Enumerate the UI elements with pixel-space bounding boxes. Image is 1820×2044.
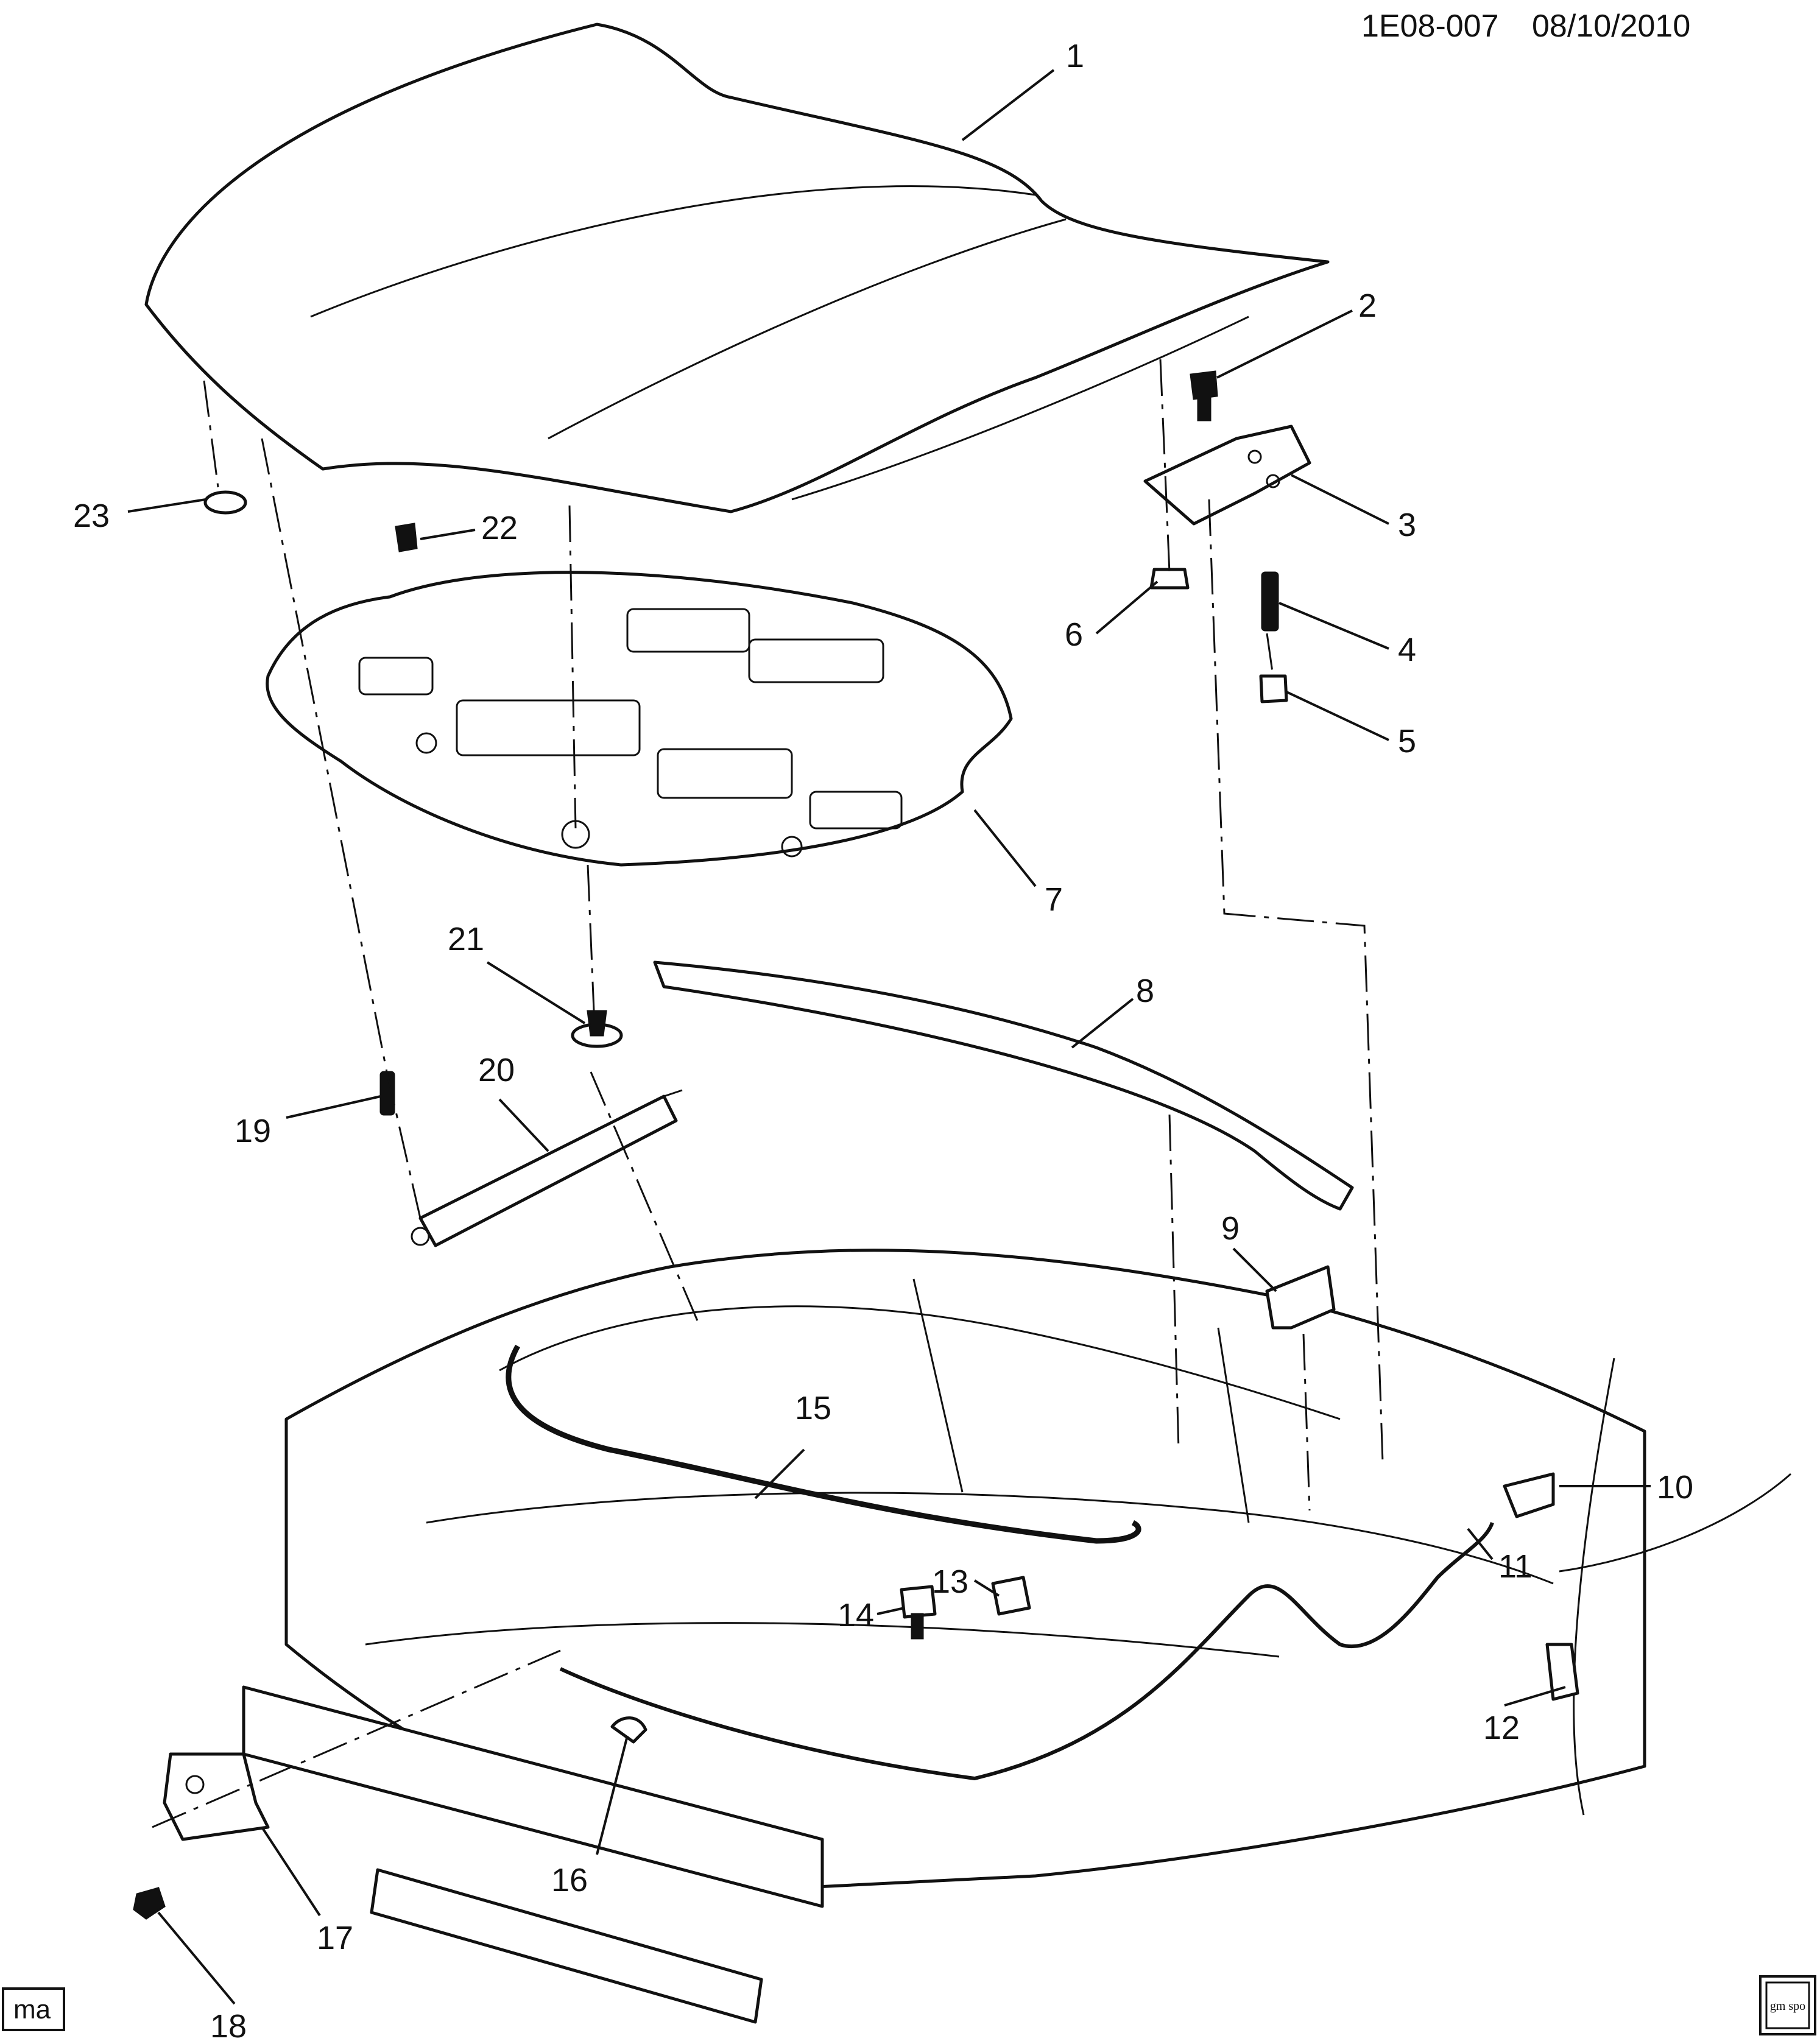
leader-lines	[127, 69, 1651, 2005]
front-hood-seal	[653, 960, 1354, 1211]
callout-6: 6	[1065, 616, 1083, 653]
cable-clip	[610, 1716, 647, 1744]
callout-17: 17	[317, 1920, 353, 1956]
hood-bolt	[395, 523, 418, 552]
hood-latch	[163, 1752, 270, 1841]
hood-bumper-pad	[203, 490, 247, 515]
callout-7: 7	[1045, 881, 1063, 918]
callout-22: 22	[481, 510, 518, 546]
diagram-date: 08/10/2010	[1532, 9, 1690, 44]
hinge-bumper	[1149, 568, 1190, 590]
latch-bolt	[133, 1887, 166, 1920]
callout-labels: 1 2 3 4 5 6 7 8 9 10 11 12 13 14 15 16 1…	[73, 38, 1693, 2044]
callout-10: 10	[1657, 1469, 1693, 1506]
callout-16: 16	[551, 1862, 588, 1898]
callout-12: 12	[1483, 1710, 1520, 1746]
gm-spo-logo: gm spo	[1759, 1975, 1816, 2035]
callout-14: 14	[838, 1597, 874, 1633]
release-handle	[1503, 1472, 1555, 1518]
hinge-nut	[1259, 674, 1288, 703]
callout-1: 1	[1066, 38, 1084, 74]
hood-insulator	[266, 571, 1013, 867]
callout-13: 13	[932, 1563, 968, 1600]
footer-tag-left: ma	[2, 1987, 65, 2031]
insulator-retainer	[571, 1010, 623, 1048]
cable-bracket	[1545, 1643, 1579, 1701]
footer-ma: ma	[13, 1995, 51, 2025]
callout-11: 11	[1498, 1548, 1533, 1585]
callout-20: 20	[478, 1052, 515, 1088]
callout-3: 3	[1398, 507, 1416, 543]
callout-19: 19	[235, 1113, 271, 1149]
callout-8: 8	[1136, 973, 1154, 1009]
hinge-stud	[1261, 571, 1279, 632]
callout-4: 4	[1398, 632, 1416, 668]
cable-clip-13	[991, 1576, 1031, 1616]
gm-spo-text: gm spo	[1770, 2000, 1805, 2013]
front-bumper-bar	[242, 1685, 824, 2024]
callout-9: 9	[1221, 1210, 1240, 1247]
hood-hinge	[1143, 425, 1311, 526]
hood-strut	[411, 1089, 683, 1247]
callout-18: 18	[210, 2008, 247, 2044]
hood-release-cable	[559, 1521, 1494, 1781]
hinge-bolt	[1190, 370, 1218, 421]
latch-block	[1265, 1265, 1336, 1330]
callout-5: 5	[1398, 723, 1416, 759]
diagram-id: 1E08-007	[1361, 9, 1499, 44]
assembly-lines	[152, 359, 1384, 1828]
callout-21: 21	[448, 921, 484, 957]
callout-15: 15	[795, 1390, 831, 1426]
callout-2: 2	[1358, 287, 1377, 324]
hood-rear-seal	[506, 1344, 1141, 1544]
callout-23: 23	[73, 498, 110, 534]
hood	[144, 23, 1330, 513]
